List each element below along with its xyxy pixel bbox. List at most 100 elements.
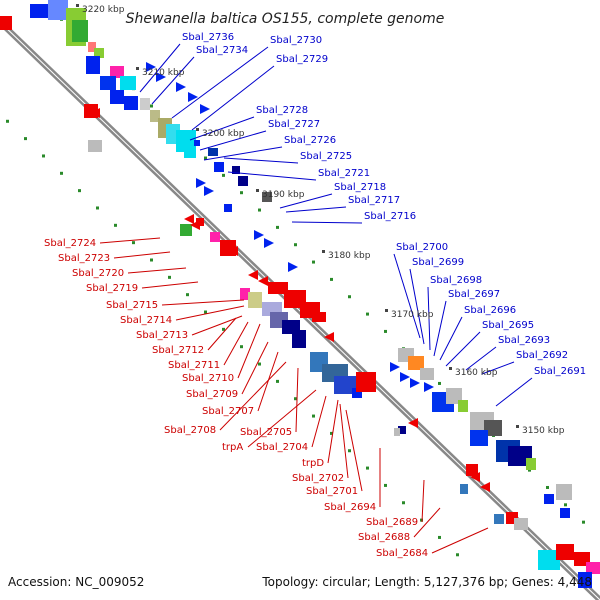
tick-dot-lower — [366, 466, 369, 470]
forward-gene-label: Sbal_2716 — [364, 211, 416, 222]
tick-dot-lower — [60, 171, 63, 175]
forward-label-leader — [285, 206, 347, 213]
reverse-label-leader — [257, 351, 279, 412]
forward-label-leader — [189, 116, 255, 141]
reverse-gene-label: Sbal_2684 — [376, 548, 428, 559]
gene-feature-block — [484, 420, 502, 436]
scale-tick-label: 3160 kbp — [455, 368, 498, 378]
gene-feature-block — [120, 76, 136, 90]
gene-feature-block — [208, 148, 218, 156]
forward-gene-label: Sbal_2727 — [268, 119, 320, 130]
gene-feature-block — [238, 176, 248, 186]
forward-label-leader — [139, 43, 181, 93]
gene-feature-block — [194, 140, 200, 146]
gene-feature-block — [176, 130, 196, 152]
accession-text: Accession: NC_009052 — [8, 575, 144, 589]
forward-label-leader — [279, 193, 333, 209]
reverse-label-leader — [345, 409, 363, 492]
reverse-label-leader — [431, 527, 489, 554]
reverse-label-leader — [161, 299, 245, 306]
forward-gene-arrow — [390, 362, 400, 372]
tick-dot-upper — [438, 381, 441, 385]
tick-dot-lower — [438, 535, 441, 539]
gene-feature-block — [232, 166, 240, 174]
forward-label-leader — [227, 171, 317, 181]
reverse-gene-label: Sbal_2720 — [72, 268, 124, 279]
reverse-label-leader — [311, 395, 327, 448]
gene-feature-block — [88, 42, 96, 52]
forward-gene-label: Sbal_2695 — [482, 320, 534, 331]
reverse-gene-arrow — [324, 332, 334, 342]
gene-feature-block — [556, 484, 572, 500]
gene-feature-block — [578, 572, 592, 588]
scale-tick-mark — [136, 67, 139, 70]
gene-feature-block — [356, 372, 376, 392]
tick-dot-lower — [186, 293, 189, 297]
forward-gene-label: Sbal_2730 — [270, 35, 322, 46]
reverse-gene-label: Sbal_2702 — [292, 473, 344, 484]
gene-feature-block — [140, 98, 150, 110]
tick-dot-upper — [546, 485, 549, 489]
scale-tick-mark — [256, 189, 259, 192]
tick-dot-lower — [150, 258, 153, 262]
map-title: Shewanella baltica OS155, complete genom… — [126, 11, 445, 27]
gene-feature-block — [72, 20, 88, 42]
reverse-label-leader — [237, 323, 261, 379]
scale-tick-label: 3210 kbp — [142, 68, 185, 78]
forward-gene-label: Sbal_2728 — [256, 105, 308, 116]
reverse-gene-label: Sbal_2701 — [306, 486, 358, 497]
reverse-gene-label: Sbal_2710 — [182, 373, 234, 384]
forward-label-leader — [223, 157, 299, 164]
scale-tick-label: 3180 kbp — [328, 251, 371, 261]
gene-feature-block — [460, 484, 468, 494]
gene-feature-block — [586, 562, 600, 574]
tick-dot-lower — [222, 327, 225, 331]
label-leader-lines — [99, 43, 533, 554]
tick-dot-lower — [168, 275, 171, 279]
gene-feature-block — [544, 494, 554, 504]
gene-feature-block — [494, 514, 504, 524]
forward-label-leader — [481, 361, 515, 375]
reverse-gene-label: Sbal_2715 — [106, 300, 158, 311]
gene-feature-block — [30, 4, 48, 18]
gene-feature-block — [394, 428, 400, 436]
scale-tick-mark — [449, 367, 452, 370]
tick-dot-upper — [348, 295, 351, 299]
reverse-label-leader — [127, 267, 187, 274]
forward-label-leader — [439, 316, 463, 361]
reverse-label-leader — [421, 479, 425, 523]
tick-dot-lower — [96, 206, 99, 210]
gene-feature-block — [526, 458, 536, 470]
tick-dot-upper — [330, 277, 333, 281]
scale-tick-label: 3170 kbp — [391, 310, 434, 320]
forward-gene-label: Sbal_2698 — [430, 275, 482, 286]
forward-gene-label: Sbal_2696 — [464, 305, 516, 316]
forward-gene-arrow — [264, 238, 274, 248]
forward-gene-arrow — [196, 178, 206, 188]
gene-feature-block — [240, 288, 250, 300]
gene-feature-block — [312, 312, 326, 322]
reverse-gene-label: Sbal_2707 — [202, 406, 254, 417]
forward-label-leader — [191, 65, 275, 131]
tick-dot-lower — [294, 397, 297, 401]
forward-gene-label: Sbal_2717 — [348, 195, 400, 206]
tick-dot-upper — [366, 312, 369, 316]
forward-gene-label: Sbal_2736 — [182, 32, 234, 43]
gene-feature-block — [210, 232, 220, 242]
tick-dot-upper — [204, 156, 207, 160]
reverse-gene-arrow — [228, 246, 238, 256]
gene-feature-block — [48, 0, 68, 20]
forward-label-leader — [409, 268, 425, 345]
scale-tick-mark — [322, 250, 325, 253]
tick-dot-lower — [240, 345, 243, 349]
tick-dot-upper — [384, 329, 387, 333]
gene-feature-block — [124, 96, 138, 110]
reverse-label-leader — [241, 341, 269, 395]
forward-label-leader — [495, 377, 533, 407]
forward-gene-label: Sbal_2697 — [448, 289, 500, 300]
scale-tick-label: 3200 kbp — [202, 129, 245, 139]
forward-gene-label: Sbal_2729 — [276, 54, 328, 65]
forward-label-leader — [433, 300, 447, 357]
